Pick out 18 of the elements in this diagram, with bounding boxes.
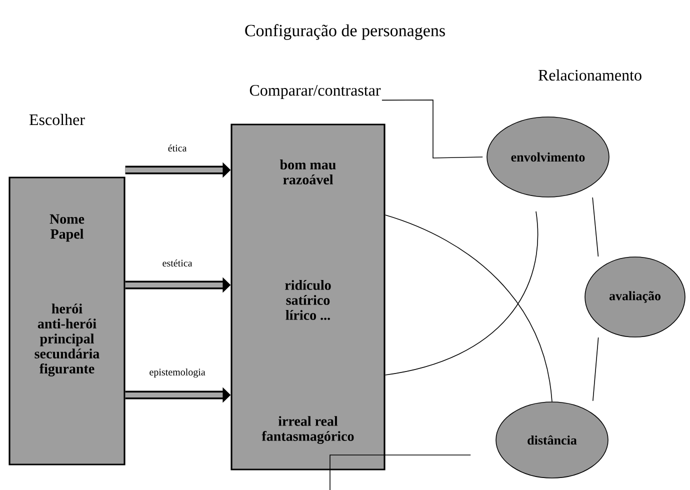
- edge-label: epistemologia: [150, 368, 206, 378]
- connector-line: [384, 211, 538, 376]
- node-label: Escolher: [29, 114, 85, 126]
- ellipse-node: distância: [496, 402, 608, 478]
- diagram-title: Configuração de personagens: [245, 24, 445, 40]
- edge-label: ética: [168, 144, 187, 152]
- connector-line: [592, 197, 599, 257]
- edge-label: estética: [162, 259, 192, 267]
- column-heading: Relacionamento: [538, 69, 642, 81]
- connector-line: [384, 214, 552, 402]
- connector-line: [330, 454, 471, 490]
- text-box: Escolher Nome Papel herói anti-herói principal secundária figurante: [8, 114, 126, 466]
- ellipse-node: avaliação: [584, 256, 686, 338]
- heading-text: Comparar/contrastar: [250, 85, 381, 99]
- connector-line: [592, 337, 599, 402]
- ellipse-node: envolvimento: [486, 116, 610, 198]
- text-box: bom mau razoável ridículo satírico lírico ... irreal real fantasmagórico: [230, 124, 386, 470]
- connector-line: [382, 100, 483, 158]
